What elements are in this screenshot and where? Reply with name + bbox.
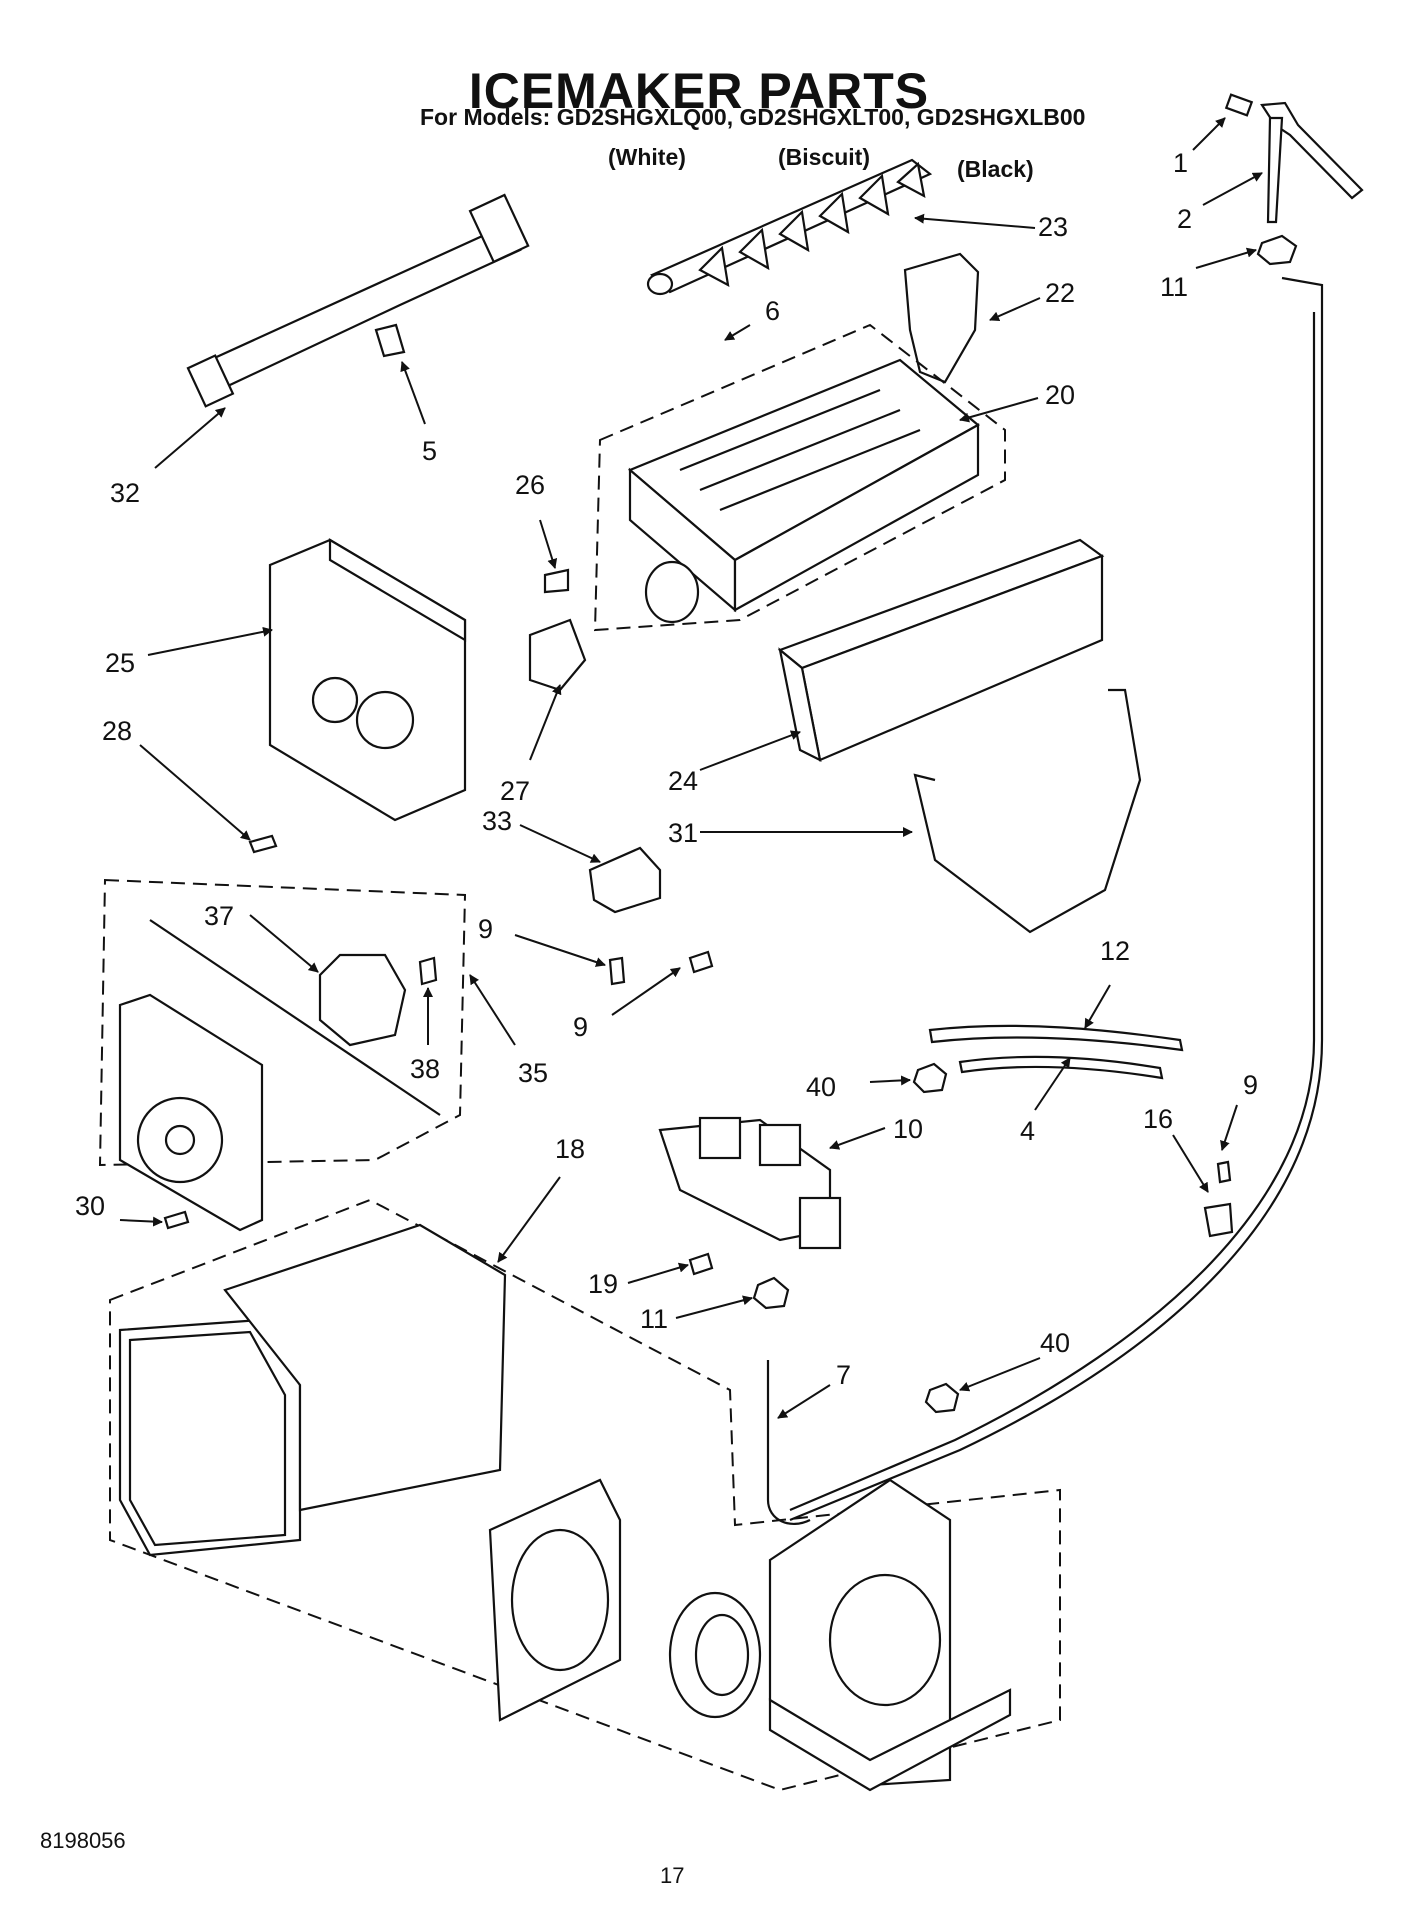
callout-7: 7 [836,1360,851,1390]
water-tube-right [789,276,1324,1522]
shutoff-arm [913,688,1142,934]
control-box-boundary [98,878,467,1167]
module-housing [268,538,467,822]
callout-9c: 9 [1243,1070,1258,1100]
callout-18: 18 [555,1134,585,1164]
callout-9b: 9 [573,1012,588,1042]
callout-2: 2 [1177,204,1192,234]
nut-40b [924,1382,960,1414]
callout-35: 35 [518,1058,548,1088]
callout-1: 1 [1173,148,1188,178]
callout-4: 4 [1020,1116,1035,1146]
callout-11b: 11 [640,1304,668,1334]
callout-28: 28 [102,716,132,746]
switch-cover [588,846,662,914]
fill-cup [903,252,980,384]
module-motor [318,953,407,1047]
harness-clip [374,323,406,358]
models-line: For Models: GD2SHGXLQ00, GD2SHGXLT00, GD… [420,104,1086,130]
callout-6: 6 [765,296,780,326]
nut-40a [912,1062,948,1094]
callout-9a: 9 [478,914,493,944]
callout-12: 12 [1100,936,1130,966]
evaporator-cover [118,1223,507,1557]
callout-30: 30 [75,1191,105,1221]
callout-27: 27 [500,776,530,806]
callout-40b: 40 [1040,1328,1070,1358]
callout-40a: 40 [806,1072,836,1102]
tube-4 [958,1055,1164,1080]
control-housing [118,993,264,1232]
water-valve [658,1116,842,1250]
screw-9c [1216,1160,1232,1184]
screw-28 [248,834,278,854]
page-title: ICEMAKER PARTS [468,63,930,119]
callout-26: 26 [515,470,545,500]
screw-38 [418,956,438,986]
document-number: 8198056 [40,1828,126,1853]
tube-7 [766,1360,811,1525]
fan-housing [768,1478,1012,1792]
callout-24: 24 [668,766,698,796]
callout-20: 20 [1045,380,1075,410]
tube-clamp [1203,1202,1234,1238]
callout-10: 10 [893,1114,923,1144]
page-number: 17 [660,1863,685,1888]
stripper [777,538,1105,762]
evaporator-cover-boundary [109,1198,1061,1792]
leader-lines [119,117,1263,1419]
color-biscuit: (Biscuit) [778,144,870,170]
wire-harness [208,226,522,394]
callout-38: 38 [410,1054,440,1084]
callout-37: 37 [204,901,234,931]
callout-33: 33 [482,806,512,836]
color-black: (Black) [957,156,1034,182]
callout-16: 16 [1143,1104,1173,1134]
screw-9b [688,950,714,974]
nut-top [1256,234,1298,266]
callout-23: 23 [1038,212,1068,242]
fan-blade [668,1591,762,1719]
callout-31: 31 [668,818,698,848]
callout-11: 11 [1160,272,1188,302]
screw-9a [608,956,626,986]
ice-mold [627,358,980,624]
nut-11 [752,1276,790,1310]
mold-boundary [593,323,1006,632]
tube-12 [928,1024,1184,1052]
callout-19: 19 [588,1269,618,1299]
callout-32: 32 [110,478,140,508]
ejector-shaft [646,158,933,296]
fill-tube-assembly [1224,93,1364,224]
color-white: (White) [608,144,686,170]
callout-22: 22 [1045,278,1075,308]
callout-25: 25 [105,648,135,678]
callout-labels: 1 2 11 23 22 6 20 32 5 26 25 28 27 24 33… [75,148,1258,1390]
callout-5: 5 [422,436,437,466]
motor [528,618,587,692]
screw-19 [688,1252,714,1276]
screw-30 [163,1210,190,1230]
fan-shroud [488,1478,622,1722]
